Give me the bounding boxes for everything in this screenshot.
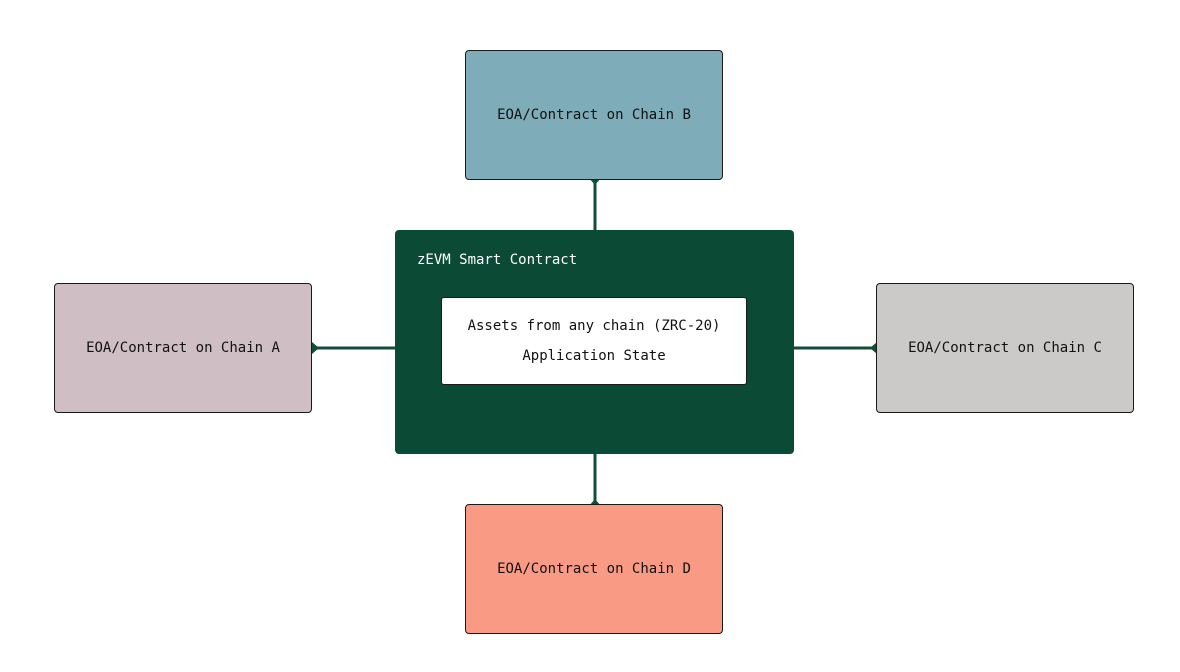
chain-a-label: EOA/Contract on Chain A <box>86 340 280 356</box>
zevm-item-state: Application State <box>522 348 666 364</box>
chain-d-box: EOA/Contract on Chain D <box>465 504 723 634</box>
zevm-title: zEVM Smart Contract <box>417 252 578 268</box>
zevm-smart-contract-box: zEVM Smart Contract Assets from any chai… <box>395 230 794 454</box>
chain-c-label: EOA/Contract on Chain C <box>908 340 1102 356</box>
chain-a-box: EOA/Contract on Chain A <box>54 283 312 413</box>
zevm-item-assets: Assets from any chain (ZRC-20) <box>467 318 721 334</box>
chain-b-box: EOA/Contract on Chain B <box>465 50 723 180</box>
chain-c-box: EOA/Contract on Chain C <box>876 283 1134 413</box>
chain-d-label: EOA/Contract on Chain D <box>497 561 691 577</box>
chain-b-label: EOA/Contract on Chain B <box>497 107 691 123</box>
zevm-inner-box: Assets from any chain (ZRC-20) Applicati… <box>441 297 747 385</box>
